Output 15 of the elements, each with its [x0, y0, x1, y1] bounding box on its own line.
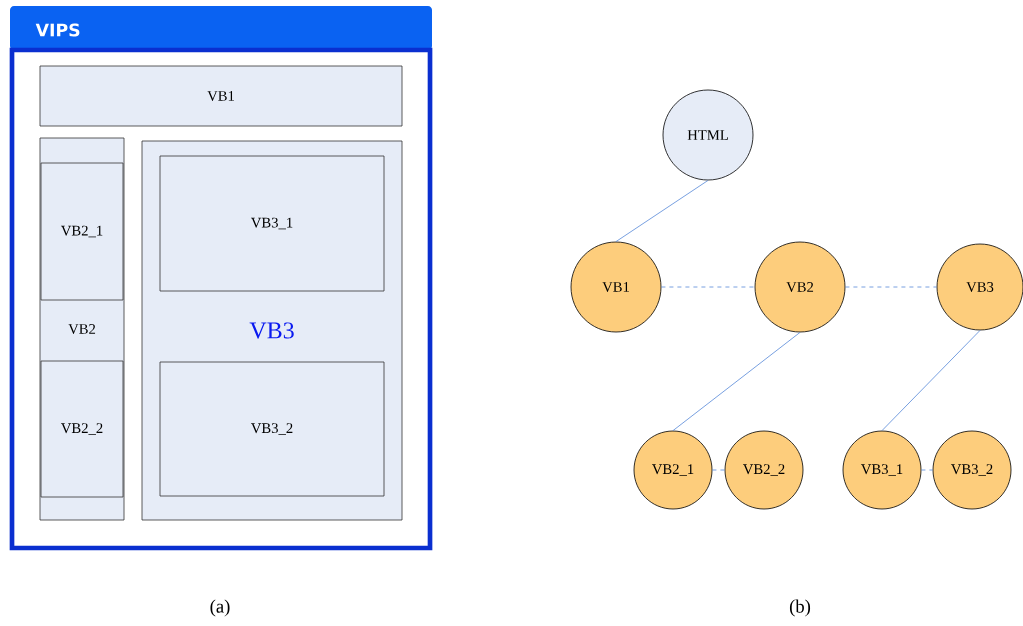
dashed-connector: [921, 469, 933, 471]
dashed-connector: [712, 469, 725, 471]
block-box: VB1: [39, 65, 403, 127]
block-box: VB2_1: [40, 162, 124, 301]
connector-line: [672, 332, 801, 431]
dashed-connector: [661, 286, 755, 288]
subfigure-label: (b): [789, 599, 811, 617]
block-box: VB3_1: [159, 155, 385, 292]
dashed-connector: [845, 286, 937, 288]
connector-line: [615, 180, 709, 242]
subfigure-label: (a): [210, 599, 230, 617]
block-box: VB2_2: [40, 360, 124, 498]
node-label: VIPS: [35, 23, 80, 37]
connector-line: [881, 330, 981, 431]
block-box: VB3_2: [159, 361, 385, 497]
